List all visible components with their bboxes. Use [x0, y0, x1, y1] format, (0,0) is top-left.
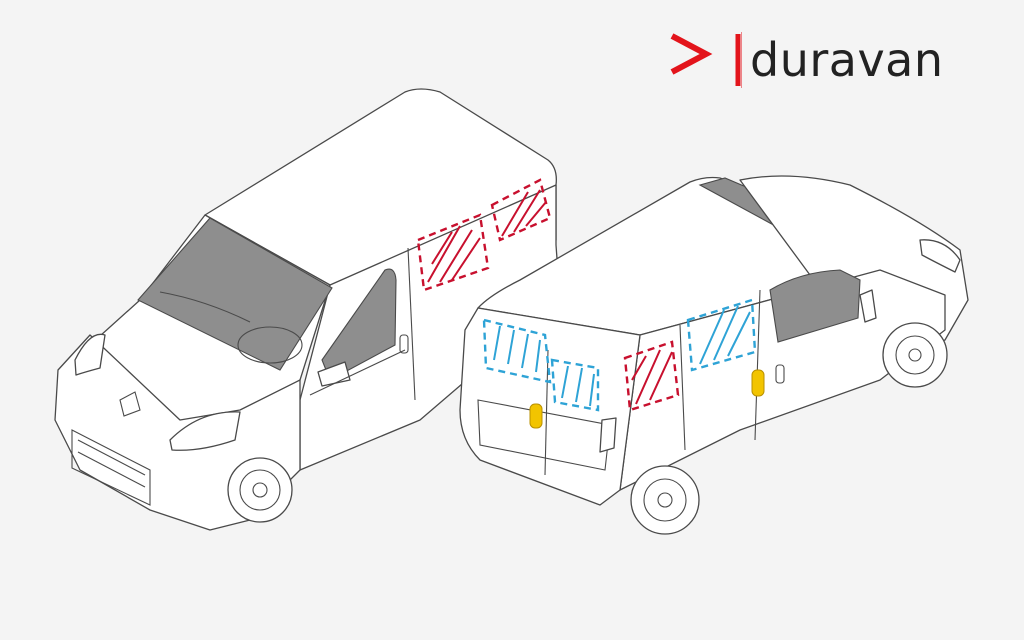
wheel-front-right: [882, 322, 948, 388]
brand-logo: duravan: [668, 28, 944, 92]
rear-doors: [459, 307, 641, 506]
front-door-window: [769, 269, 861, 343]
logo-chevron-icon: [670, 32, 742, 88]
brand-name: duravan: [750, 33, 944, 87]
windshield: [137, 217, 333, 371]
rear-side-glass-highlight: [416, 178, 552, 292]
rear-glass-highlight: [482, 298, 757, 412]
van-front-view: [54, 88, 561, 531]
wheel-rear: [630, 465, 700, 535]
side-glass-highlight-red: [623, 340, 680, 412]
rear-handle-highlight: [529, 403, 543, 429]
van-rear-view: [459, 175, 969, 535]
wheel-front: [227, 457, 293, 523]
side-window: [321, 268, 397, 381]
side-handle-highlight: [751, 369, 765, 397]
